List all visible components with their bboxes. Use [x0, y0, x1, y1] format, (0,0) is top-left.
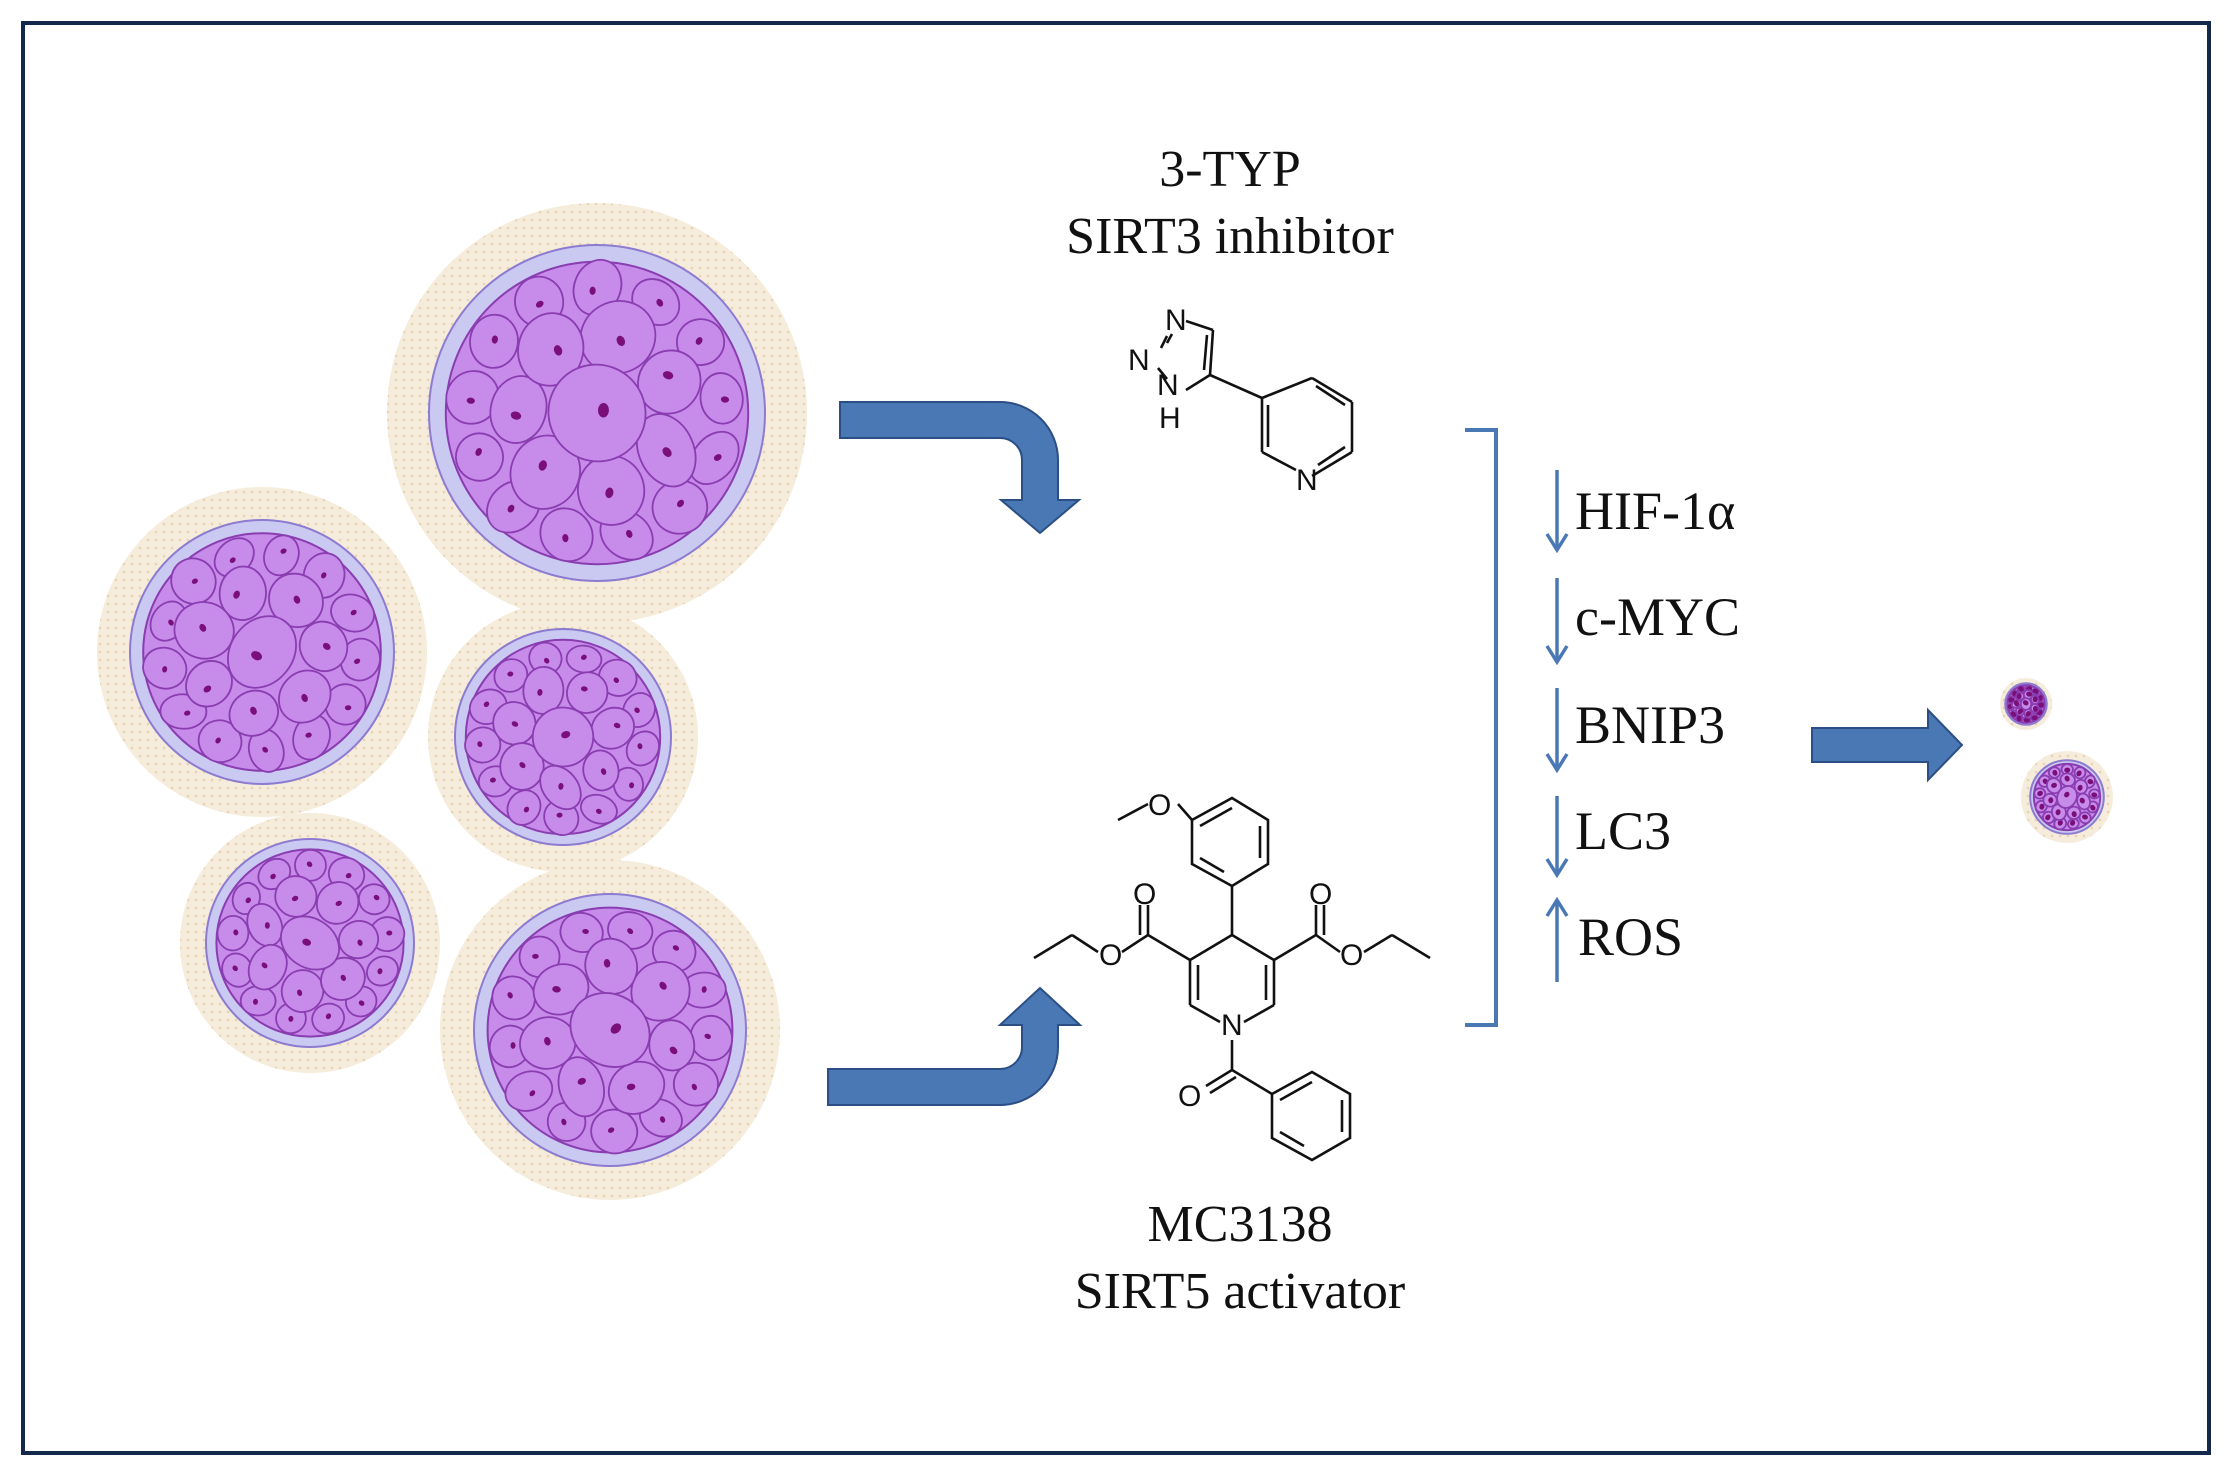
atom-n-triazole-2: N: [1128, 344, 1150, 377]
atom-o-carbonyl-left: O: [1133, 878, 1156, 911]
inhibitor-name: 3-TYP: [1159, 141, 1301, 198]
activator-name: MC3138: [1147, 1196, 1333, 1253]
arrow-to-result: [1811, 707, 1964, 783]
atom-nh-n: N: [1157, 369, 1179, 402]
atom-o-benzoyl: O: [1178, 1080, 1201, 1113]
spheroid-top: [387, 203, 807, 623]
arrow-to-activator: [827, 986, 1083, 1106]
spheroid-center: [428, 602, 698, 872]
atom-o-ester-right: O: [1340, 939, 1363, 972]
arrow-to-inhibitor: [839, 401, 1082, 535]
atom-o-methoxy: O: [1148, 789, 1171, 822]
marker-label-bnip3: BNIP3: [1575, 695, 1726, 755]
3-typ-structure: [1156, 319, 1354, 478]
small-spheroid-bottom: [2021, 751, 2113, 843]
mc3138-structure: [1033, 796, 1431, 1162]
atom-o-ester-left: O: [1099, 939, 1122, 972]
marker-arrows: [1545, 470, 1569, 982]
inhibitor-role: SIRT3 inhibitor: [1066, 208, 1394, 265]
marker-label-lc3: LC3: [1575, 801, 1672, 861]
activator-role: SIRT5 activator: [1074, 1263, 1406, 1320]
spheroid-bottom-left: [180, 813, 440, 1073]
atom-o-carbonyl-right: O: [1309, 878, 1332, 911]
reduced-spheroids: [2000, 678, 2113, 843]
tumor-spheroids: [97, 203, 807, 1200]
atom-n-pyridine: N: [1296, 464, 1318, 497]
spheroid-bottom: [440, 860, 780, 1200]
small-spheroid-top: [2000, 678, 2052, 730]
marker-label-cmyc: c-MYC: [1575, 587, 1740, 647]
spheroid-left: [97, 487, 427, 817]
atom-n-dhp: N: [1221, 1009, 1243, 1042]
marker-label-hif1a: HIF-1α: [1575, 481, 1736, 541]
marker-bracket: [1465, 428, 1498, 1027]
atom-n-triazole-1: N: [1165, 304, 1187, 337]
atom-nh-h: H: [1159, 402, 1181, 435]
marker-label-ros: ROS: [1578, 907, 1684, 967]
